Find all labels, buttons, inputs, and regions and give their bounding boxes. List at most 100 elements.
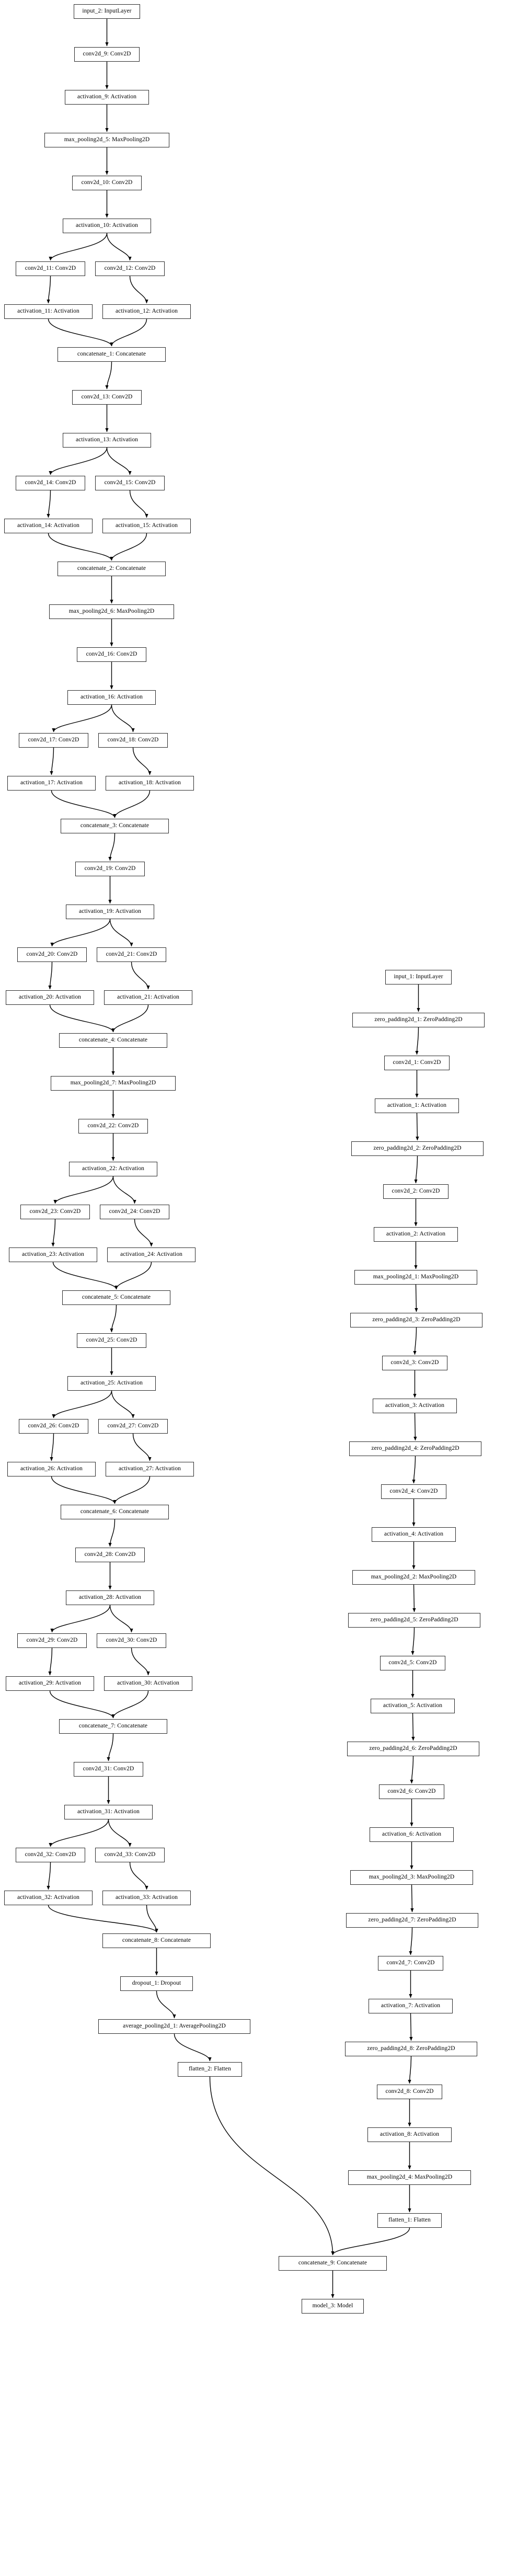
graph-node-conv2d_2[interactable]: conv2d_2: Conv2D (383, 1184, 448, 1199)
graph-node-conv2d_32[interactable]: conv2d_32: Conv2D (16, 1848, 85, 1862)
graph-edge-conv2d_24-to-activation_24 (134, 1219, 153, 1247)
graph-node-activation_31[interactable]: activation_31: Activation (64, 1805, 153, 1819)
graph-node-zero_padding2d_1[interactable]: zero_padding2d_1: ZeroPadding2D (352, 1013, 485, 1027)
graph-node-conv2d_5[interactable]: conv2d_5: Conv2D (380, 1656, 445, 1670)
graph-node-activation_27[interactable]: activation_27: Activation (106, 1462, 194, 1476)
graph-node-dropout_1[interactable]: dropout_1: Dropout (120, 1976, 193, 1991)
graph-node-activation_8[interactable]: activation_8: Activation (367, 2127, 452, 2142)
graph-node-zero_padding2d_8[interactable]: zero_padding2d_8: ZeroPadding2D (345, 2042, 477, 2056)
graph-node-concatenate_4[interactable]: concatenate_4: Concatenate (59, 1033, 167, 1048)
graph-node-flatten_2[interactable]: flatten_2: Flatten (178, 2062, 242, 2077)
graph-node-conv2d_20[interactable]: conv2d_20: Conv2D (17, 947, 87, 962)
graph-node-average_pooling2d_1[interactable]: average_pooling2d_1: AveragePooling2D (98, 2019, 250, 2034)
graph-node-conv2d_6[interactable]: conv2d_6: Conv2D (379, 1784, 444, 1799)
graph-node-activation_26[interactable]: activation_26: Activation (7, 1462, 96, 1476)
graph-node-activation_15[interactable]: activation_15: Activation (102, 519, 191, 533)
graph-node-max_pooling2d_6[interactable]: max_pooling2d_6: MaxPooling2D (49, 604, 174, 619)
graph-node-max_pooling2d_3[interactable]: max_pooling2d_3: MaxPooling2D (350, 1870, 473, 1885)
graph-node-activation_11[interactable]: activation_11: Activation (4, 304, 93, 319)
graph-node-conv2d_28[interactable]: conv2d_28: Conv2D (75, 1548, 145, 1562)
graph-node-activation_4[interactable]: activation_4: Activation (372, 1527, 456, 1542)
graph-node-conv2d_12[interactable]: conv2d_12: Conv2D (95, 261, 165, 276)
graph-node-conv2d_11[interactable]: conv2d_11: Conv2D (16, 261, 85, 276)
graph-node-conv2d_3[interactable]: conv2d_3: Conv2D (382, 1356, 447, 1370)
graph-node-conv2d_15[interactable]: conv2d_15: Conv2D (95, 476, 165, 490)
graph-node-conv2d_8[interactable]: conv2d_8: Conv2D (377, 2085, 442, 2099)
graph-node-conv2d_13[interactable]: conv2d_13: Conv2D (72, 390, 142, 405)
graph-node-max_pooling2d_4[interactable]: max_pooling2d_4: MaxPooling2D (348, 2170, 471, 2185)
graph-node-activation_30[interactable]: activation_30: Activation (104, 1676, 192, 1691)
graph-node-activation_33[interactable]: activation_33: Activation (102, 1891, 191, 1905)
graph-node-concatenate_9[interactable]: concatenate_9: Concatenate (279, 2256, 387, 2271)
graph-node-activation_5[interactable]: activation_5: Activation (371, 1699, 455, 1713)
graph-node-activation_29[interactable]: activation_29: Activation (6, 1676, 94, 1691)
graph-node-activation_2[interactable]: activation_2: Activation (374, 1227, 458, 1242)
graph-edge-activation_3-to-zero_padding2d_4 (413, 1413, 417, 1441)
graph-node-conv2d_21[interactable]: conv2d_21: Conv2D (97, 947, 166, 962)
graph-node-activation_25[interactable]: activation_25: Activation (67, 1376, 156, 1391)
graph-node-activation_6[interactable]: activation_6: Activation (370, 1827, 454, 1842)
graph-node-zero_padding2d_7[interactable]: zero_padding2d_7: ZeroPadding2D (346, 1913, 478, 1928)
graph-node-activation_18[interactable]: activation_18: Activation (106, 776, 194, 791)
graph-node-activation_23[interactable]: activation_23: Activation (9, 1247, 97, 1262)
graph-node-conv2d_22[interactable]: conv2d_22: Conv2D (78, 1119, 148, 1134)
graph-node-conv2d_19[interactable]: conv2d_19: Conv2D (75, 862, 145, 876)
graph-node-activation_1[interactable]: activation_1: Activation (375, 1098, 459, 1113)
graph-node-conv2d_9[interactable]: conv2d_9: Conv2D (74, 47, 140, 62)
graph-node-concatenate_8[interactable]: concatenate_8: Concatenate (102, 1933, 211, 1948)
graph-node-conv2d_26[interactable]: conv2d_26: Conv2D (19, 1419, 88, 1434)
graph-node-conv2d_29[interactable]: conv2d_29: Conv2D (17, 1633, 87, 1648)
graph-node-conv2d_7[interactable]: conv2d_7: Conv2D (378, 1956, 443, 1971)
graph-node-activation_21[interactable]: activation_21: Activation (104, 990, 192, 1005)
graph-node-concatenate_1[interactable]: concatenate_1: Concatenate (58, 347, 166, 362)
graph-node-activation_24[interactable]: activation_24: Activation (107, 1247, 196, 1262)
graph-node-conv2d_18[interactable]: conv2d_18: Conv2D (98, 733, 168, 748)
graph-node-activation_13[interactable]: activation_13: Activation (63, 433, 151, 448)
graph-node-conv2d_27[interactable]: conv2d_27: Conv2D (98, 1419, 168, 1434)
graph-node-max_pooling2d_5[interactable]: max_pooling2d_5: MaxPooling2D (44, 133, 169, 147)
graph-node-concatenate_5[interactable]: concatenate_5: Concatenate (62, 1290, 170, 1305)
graph-node-zero_padding2d_2[interactable]: zero_padding2d_2: ZeroPadding2D (351, 1141, 484, 1156)
graph-node-concatenate_7[interactable]: concatenate_7: Concatenate (59, 1719, 167, 1734)
graph-node-zero_padding2d_4[interactable]: zero_padding2d_4: ZeroPadding2D (349, 1441, 481, 1456)
graph-node-input_2[interactable]: input_2: InputLayer (74, 4, 140, 19)
graph-node-zero_padding2d_5[interactable]: zero_padding2d_5: ZeroPadding2D (348, 1613, 480, 1628)
graph-node-max_pooling2d_2[interactable]: max_pooling2d_2: MaxPooling2D (352, 1570, 475, 1585)
graph-node-input_1[interactable]: input_1: InputLayer (385, 970, 452, 984)
graph-node-model_3[interactable]: model_3: Model (302, 2299, 364, 2314)
graph-node-conv2d_4[interactable]: conv2d_4: Conv2D (381, 1484, 446, 1499)
graph-node-activation_17[interactable]: activation_17: Activation (7, 776, 96, 791)
graph-node-conv2d_1[interactable]: conv2d_1: Conv2D (384, 1056, 450, 1070)
graph-node-concatenate_3[interactable]: concatenate_3: Concatenate (61, 819, 169, 833)
graph-node-conv2d_31[interactable]: conv2d_31: Conv2D (74, 1762, 143, 1777)
graph-node-conv2d_10[interactable]: conv2d_10: Conv2D (72, 176, 142, 190)
graph-node-activation_20[interactable]: activation_20: Activation (6, 990, 94, 1005)
graph-node-conv2d_16[interactable]: conv2d_16: Conv2D (77, 647, 146, 662)
graph-node-activation_12[interactable]: activation_12: Activation (102, 304, 191, 319)
graph-node-max_pooling2d_7[interactable]: max_pooling2d_7: MaxPooling2D (51, 1076, 176, 1091)
graph-node-conv2d_25[interactable]: conv2d_25: Conv2D (77, 1333, 146, 1348)
graph-node-zero_padding2d_6[interactable]: zero_padding2d_6: ZeroPadding2D (347, 1742, 479, 1756)
graph-node-activation_9[interactable]: activation_9: Activation (65, 90, 149, 105)
graph-node-activation_16[interactable]: activation_16: Activation (67, 690, 156, 705)
graph-node-flatten_1[interactable]: flatten_1: Flatten (377, 2213, 442, 2228)
graph-node-conv2d_17[interactable]: conv2d_17: Conv2D (19, 733, 88, 748)
graph-node-concatenate_2[interactable]: concatenate_2: Concatenate (58, 562, 166, 576)
graph-node-conv2d_30[interactable]: conv2d_30: Conv2D (97, 1633, 166, 1648)
graph-node-activation_10[interactable]: activation_10: Activation (63, 219, 151, 233)
graph-node-conv2d_33[interactable]: conv2d_33: Conv2D (95, 1848, 165, 1862)
graph-node-conv2d_23[interactable]: conv2d_23: Conv2D (20, 1205, 90, 1219)
graph-node-activation_28[interactable]: activation_28: Activation (66, 1590, 154, 1605)
graph-node-activation_32[interactable]: activation_32: Activation (4, 1891, 93, 1905)
graph-edge-activation_31-to-conv2d_33 (108, 1819, 132, 1847)
graph-node-conv2d_24[interactable]: conv2d_24: Conv2D (100, 1205, 169, 1219)
graph-node-concatenate_6[interactable]: concatenate_6: Concatenate (61, 1505, 169, 1519)
graph-node-max_pooling2d_1[interactable]: max_pooling2d_1: MaxPooling2D (354, 1270, 477, 1285)
graph-node-conv2d_14[interactable]: conv2d_14: Conv2D (16, 476, 85, 490)
graph-node-activation_7[interactable]: activation_7: Activation (369, 1999, 453, 2013)
graph-node-activation_14[interactable]: activation_14: Activation (4, 519, 93, 533)
graph-node-activation_19[interactable]: activation_19: Activation (66, 905, 154, 919)
graph-node-activation_3[interactable]: activation_3: Activation (373, 1399, 457, 1413)
graph-node-activation_22[interactable]: activation_22: Activation (69, 1162, 157, 1176)
graph-node-zero_padding2d_3[interactable]: zero_padding2d_3: ZeroPadding2D (350, 1313, 482, 1327)
